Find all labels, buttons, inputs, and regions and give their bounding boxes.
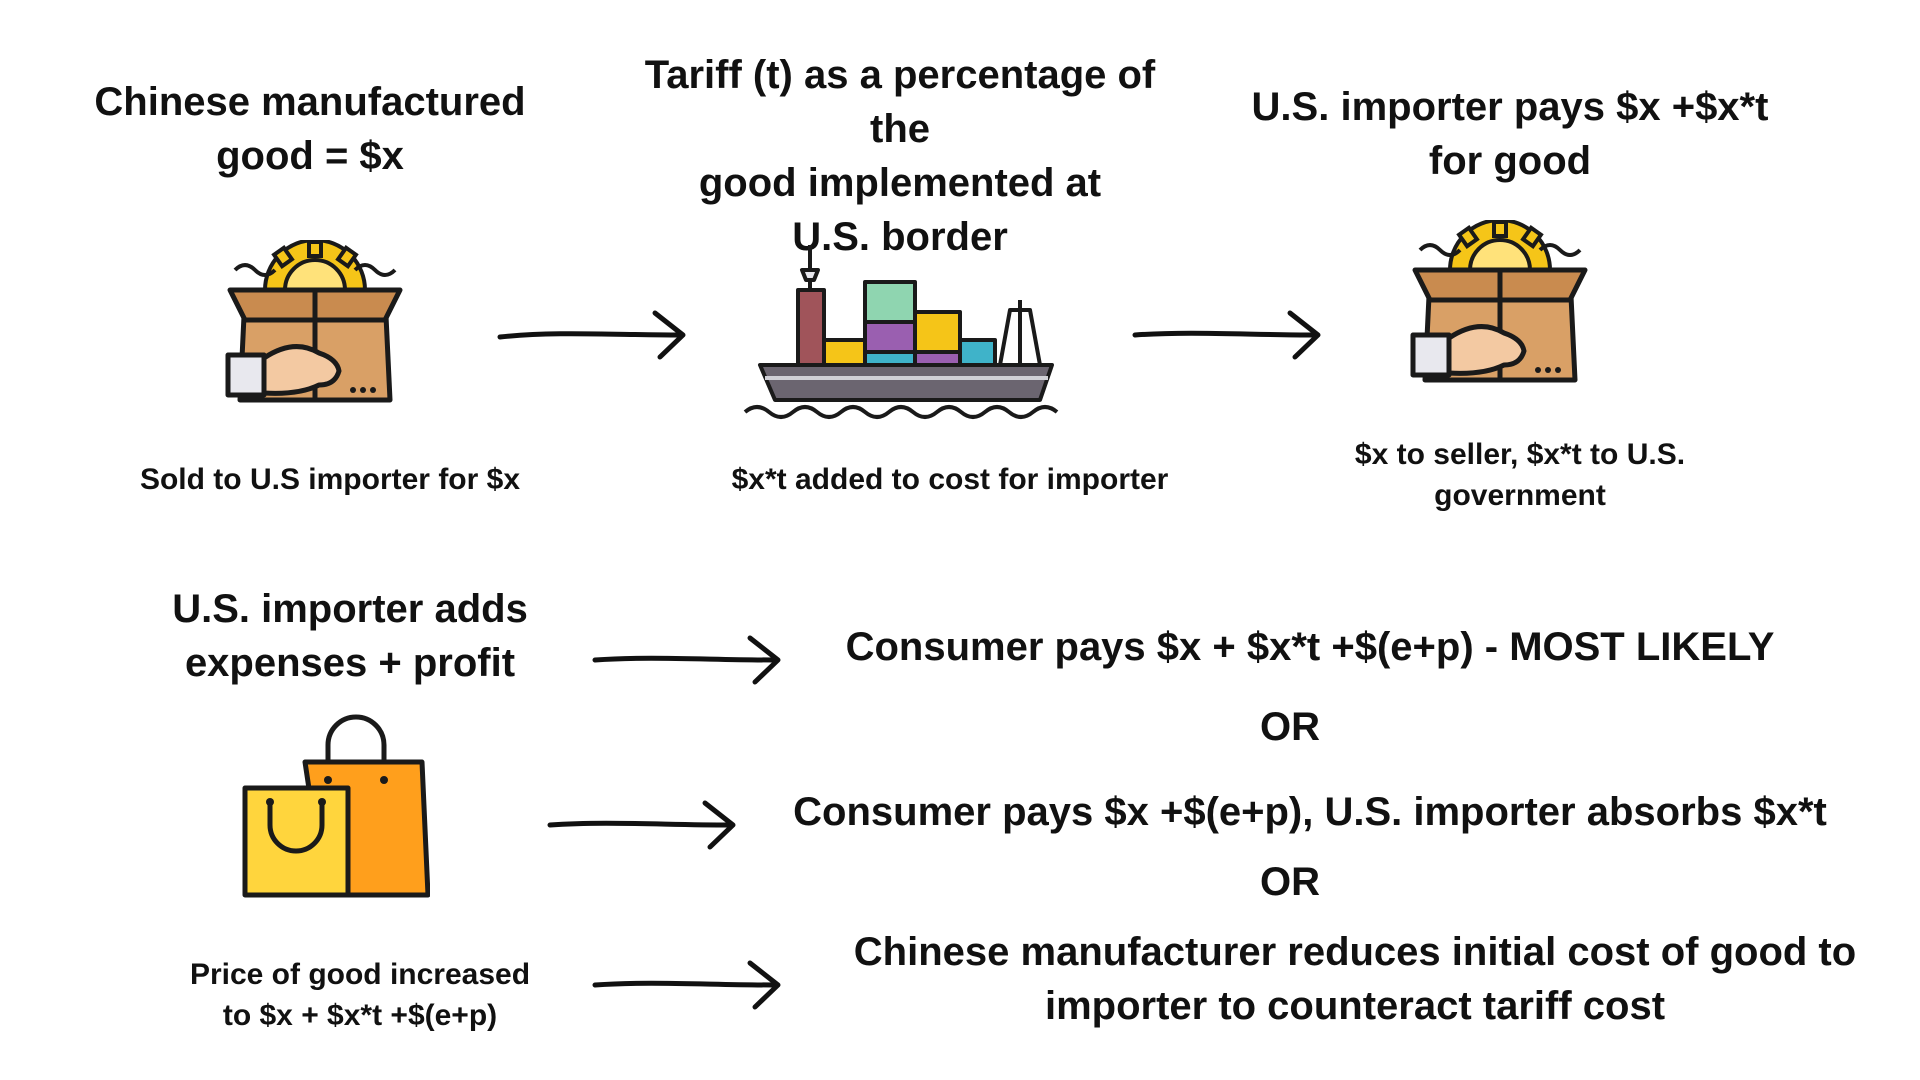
step3-caption: $x to seller, $x*t to U.S. government [1300, 435, 1740, 516]
box-with-gear-and-hand-icon [225, 240, 405, 410]
box-with-gear-and-hand-icon [1410, 220, 1590, 390]
step2-caption: $x*t added to cost for importer [690, 460, 1210, 501]
step1-title: Chinese manufactured good = $x [80, 75, 540, 183]
step1-title-line2: good = $x [80, 129, 540, 183]
step4-caption-line2: to $x + $x*t +$(e+p) [150, 996, 570, 1037]
step1-title-line1: Chinese manufactured [80, 75, 540, 129]
step3-caption-line2: government [1300, 476, 1740, 517]
step2-title-line1: Tariff (t) as a percentage of the [620, 48, 1180, 156]
outcome3-line2: importer to counteract tariff cost [820, 979, 1890, 1033]
or-separator-1: OR [1190, 705, 1390, 750]
arrow-right-icon [1130, 305, 1330, 365]
step3-title-line2: for good [1230, 134, 1790, 188]
arrow-right-icon [590, 955, 790, 1015]
step3-title: U.S. importer pays $x +$x*t for good [1230, 80, 1790, 188]
step1-caption: Sold to U.S importer for $x [110, 460, 550, 501]
or-separator-2: OR [1190, 860, 1390, 905]
step2-title-line2: good implemented at [620, 156, 1180, 210]
step4-caption: Price of good increased to $x + $x*t +$(… [150, 955, 570, 1036]
arrow-right-icon [545, 795, 745, 855]
outcome-manufacturer-reduces: Chinese manufacturer reduces initial cos… [820, 925, 1890, 1033]
step4-title-line2: expenses + profit [120, 636, 580, 690]
outcome-importer-absorbs: Consumer pays $x +$(e+p), U.S. importer … [760, 785, 1860, 839]
cargo-ship-icon [740, 240, 1060, 420]
shopping-bags-icon [240, 710, 430, 905]
step3-caption-line1: $x to seller, $x*t to U.S. [1300, 435, 1740, 476]
outcome-most-likely: Consumer pays $x + $x*t +$(e+p) - MOST L… [760, 620, 1860, 674]
step4-caption-line1: Price of good increased [150, 955, 570, 996]
outcome3-line1: Chinese manufacturer reduces initial cos… [820, 925, 1890, 979]
step2-title: Tariff (t) as a percentage of the good i… [620, 48, 1180, 264]
step4-title-line1: U.S. importer adds [120, 582, 580, 636]
arrow-right-icon [495, 305, 695, 365]
step4-title: U.S. importer adds expenses + profit [120, 582, 580, 690]
step3-title-line1: U.S. importer pays $x +$x*t [1230, 80, 1790, 134]
